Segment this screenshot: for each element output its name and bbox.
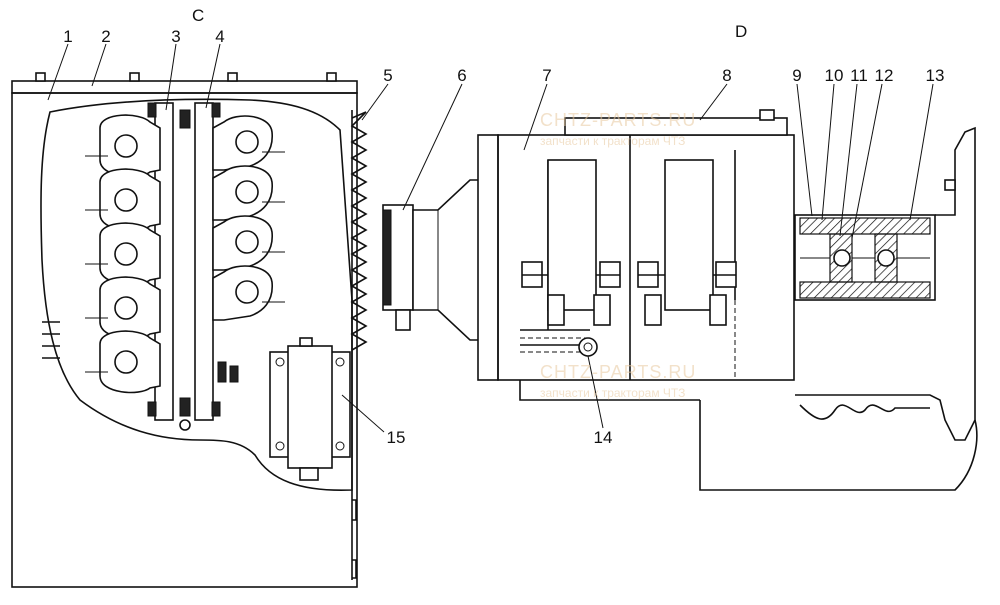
right-terminals bbox=[212, 115, 285, 383]
cover-bolt bbox=[326, 72, 337, 82]
bar-nut bbox=[147, 401, 157, 417]
bar-nut bbox=[211, 401, 221, 417]
drum-assembly-right bbox=[637, 159, 737, 326]
gearbox-housing bbox=[477, 109, 795, 401]
cover-bolt bbox=[227, 72, 238, 82]
callout-6: 6 bbox=[457, 66, 467, 85]
bar-nut bbox=[211, 102, 221, 118]
coupling-section bbox=[794, 214, 936, 301]
watermark-subtext: запчасти к тракторам ЧТЗ bbox=[540, 386, 686, 400]
bar-nut bbox=[147, 102, 157, 118]
view-label-d: D bbox=[735, 22, 748, 41]
callout-4: 4 bbox=[215, 27, 225, 46]
leader-lines bbox=[47, 43, 934, 433]
watermark-text: CHTZ-PARTS.RU bbox=[540, 110, 697, 130]
housing-body bbox=[11, 92, 358, 588]
handwheel-knurl bbox=[382, 209, 392, 306]
callout-1: 1 bbox=[63, 27, 73, 46]
bar-spacer bbox=[179, 109, 191, 129]
callout-10: 10 bbox=[824, 66, 844, 85]
bar-spacer bbox=[179, 397, 191, 417]
callout-13: 13 bbox=[925, 66, 945, 85]
housing-flange bbox=[477, 134, 499, 381]
callout-11: 11 bbox=[850, 66, 868, 85]
side-pipes bbox=[42, 321, 60, 359]
watermark-subtext: запчасти к тракторам ЧТЗ bbox=[540, 134, 686, 148]
drum-assembly-left bbox=[521, 159, 621, 326]
watermark-text: CHTZ-PARTS.RU bbox=[540, 362, 697, 382]
top-cover-plate bbox=[11, 80, 358, 94]
lower-body bbox=[519, 329, 700, 401]
top-cover-8 bbox=[564, 117, 788, 136]
wavy-rib bbox=[799, 404, 930, 420]
callout-8: 8 bbox=[722, 66, 732, 85]
callout-3: 3 bbox=[171, 27, 181, 46]
callout-12: 12 bbox=[874, 66, 894, 85]
handwheel-assembly bbox=[382, 179, 481, 341]
handwheel-hub bbox=[412, 179, 481, 341]
coupling-outline bbox=[794, 214, 936, 301]
cover-bolt bbox=[129, 72, 140, 82]
callout-7: 7 bbox=[542, 66, 552, 85]
callout-2: 2 bbox=[101, 27, 111, 46]
left-terminals bbox=[85, 114, 161, 394]
callout-14: 14 bbox=[593, 428, 613, 447]
view-c-housing bbox=[11, 72, 358, 588]
callout-9: 9 bbox=[792, 66, 802, 85]
end-casing bbox=[699, 126, 978, 491]
cover-bolt bbox=[35, 72, 46, 82]
relay-box-body bbox=[287, 345, 333, 469]
drain-plug-14 bbox=[578, 337, 598, 357]
cooling-fins bbox=[350, 111, 368, 579]
callout-5: 5 bbox=[383, 66, 393, 85]
clamp-bar-4 bbox=[194, 102, 214, 421]
cutaway-boundary bbox=[40, 98, 353, 491]
callout-15: 15 bbox=[386, 428, 406, 447]
relay-box bbox=[269, 337, 351, 481]
coupling-top-section bbox=[799, 217, 931, 235]
coupling-bottom-section bbox=[799, 281, 931, 299]
view-label-c: C bbox=[192, 6, 205, 25]
housing-main bbox=[497, 134, 795, 381]
bar-pin bbox=[179, 419, 191, 431]
